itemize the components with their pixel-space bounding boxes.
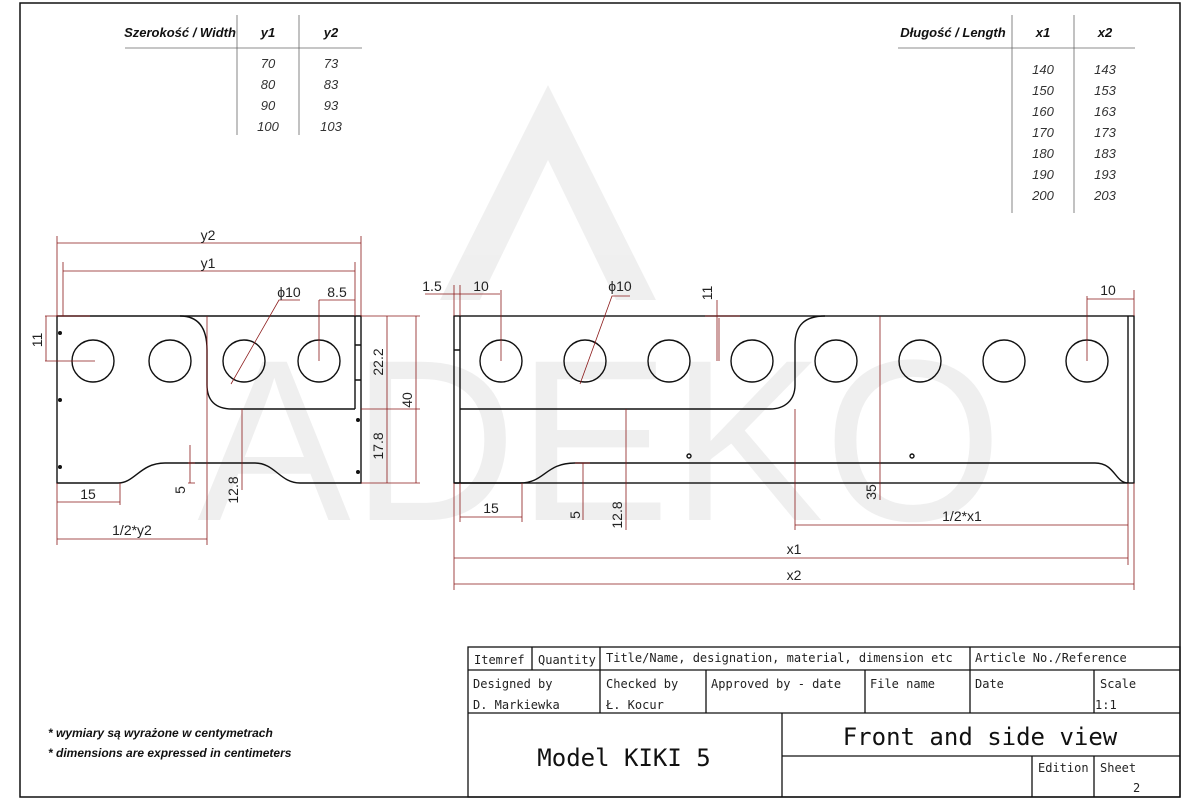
table-cell: 143 — [1094, 62, 1116, 77]
front-view: 1.5 10 ϕ10 11 10 15 5 12.8 35 1/2*x1 x1 … — [422, 278, 1135, 590]
dim-22-2: 22.2 — [370, 348, 386, 375]
dim-half-y2: 1/2*y2 — [112, 522, 152, 538]
tb-designer: D. Markiewka — [473, 698, 560, 712]
table-cell: 160 — [1032, 104, 1054, 119]
hole — [814, 339, 858, 383]
tb-approved-by: Approved by - date — [711, 677, 841, 691]
dim-40: 40 — [399, 392, 415, 408]
dim-half-x1: 1/2*x1 — [942, 508, 982, 524]
length-table: Długość / Length x1 x2 140 143 150 153 160 16… — [898, 15, 1135, 213]
table-cell: 163 — [1094, 104, 1116, 119]
length-table-col-x1: x1 — [1035, 25, 1050, 40]
tb-sheet: Sheet — [1100, 761, 1136, 775]
table-cell: 180 — [1032, 146, 1054, 161]
width-table-header: Szerokość / Width — [124, 25, 236, 40]
title-block: Itemref Quantity Title/Name, designation… — [467, 646, 1181, 798]
dim-12-8: 12.8 — [225, 476, 241, 503]
table-cell: 173 — [1094, 125, 1116, 140]
table-cell: 103 — [320, 119, 342, 134]
table-cell: 83 — [324, 77, 339, 92]
watermark-logo: ADEKO — [197, 85, 1003, 569]
dim-y2: y2 — [201, 227, 216, 243]
tb-edition: Edition — [1038, 761, 1089, 775]
tb-checker: Ł. Kocur — [605, 698, 664, 712]
dim-11: 11 — [29, 333, 45, 348]
table-cell: 100 — [257, 119, 279, 134]
dim-15: 15 — [80, 486, 96, 502]
table-cell: 193 — [1094, 167, 1116, 182]
length-table-col-x2: x2 — [1097, 25, 1113, 40]
hole — [647, 339, 691, 383]
tb-checked-by: Checked by — [606, 677, 678, 691]
tb-date: Date — [975, 677, 1004, 691]
dim-diameter-front: ϕ10 — [608, 278, 632, 294]
side-view: y2 y1 ϕ10 8.5 11 22.2 40 17.8 15 5 12.8 … — [29, 227, 420, 545]
hole — [222, 339, 266, 383]
dim-35: 35 — [863, 484, 879, 500]
dim-10-right: 10 — [1100, 282, 1116, 298]
length-table-header: Długość / Length — [900, 25, 1006, 40]
hole — [898, 339, 942, 383]
dim-x1: x1 — [787, 541, 802, 557]
table-cell: 203 — [1093, 188, 1116, 203]
dim-15-front: 15 — [483, 500, 499, 516]
table-cell: 80 — [261, 77, 276, 92]
table-cell: 170 — [1032, 125, 1054, 140]
dim-diameter: ϕ10 — [277, 284, 301, 300]
tb-designed-by: Designed by — [473, 677, 552, 691]
table-cell: 93 — [324, 98, 339, 113]
dim-11-front: 11 — [699, 286, 715, 301]
tb-scale: Scale — [1100, 677, 1136, 691]
table-cell: 190 — [1032, 167, 1054, 182]
table-cell: 73 — [324, 56, 339, 71]
tb-quantity: Quantity — [538, 653, 596, 667]
table-cell: 183 — [1094, 146, 1116, 161]
dim-5-front: 5 — [567, 511, 583, 519]
table-cell: 70 — [261, 56, 276, 71]
dim-12-8-front: 12.8 — [609, 501, 625, 528]
tb-file-name: File name — [870, 677, 935, 691]
note-polish: * wymiary są wyrażone w centymetrach — [48, 726, 273, 740]
dim-5: 5 — [172, 486, 188, 494]
tb-model: Model KIKI 5 — [537, 744, 710, 772]
tb-article: Article No./Reference — [975, 651, 1127, 665]
dim-8-5: 8.5 — [327, 284, 347, 300]
tb-sheet-value: 2 — [1133, 781, 1140, 795]
dim-17-8: 17.8 — [370, 432, 386, 459]
hole — [563, 339, 607, 383]
dim-10-left: 10 — [473, 278, 489, 294]
dim-1-5: 1.5 — [422, 278, 442, 294]
svg-text:ADEKO: ADEKO — [197, 312, 1002, 569]
tb-view: Front and side view — [843, 723, 1118, 751]
width-table-col-y2: y2 — [323, 25, 339, 40]
width-table: Szerokość / Width y1 y2 70 73 80 83 90 93 100 1… — [124, 15, 362, 135]
table-cell: 90 — [261, 98, 276, 113]
width-table-col-y1: y1 — [260, 25, 275, 40]
dim-y1: y1 — [201, 255, 216, 271]
tb-scale-value: 1:1 — [1095, 698, 1117, 712]
tb-itemref: Itemref — [474, 653, 525, 667]
hole — [730, 339, 774, 383]
table-cell: 200 — [1031, 188, 1054, 203]
note-english: * dimensions are expressed in centimeter… — [48, 746, 292, 760]
tb-title-name: Title/Name, designation, material, dimen… — [606, 651, 953, 665]
table-cell: 140 — [1032, 62, 1054, 77]
hole — [982, 339, 1026, 383]
dim-x2: x2 — [787, 567, 802, 583]
hole — [148, 339, 192, 383]
table-cell: 150 — [1032, 83, 1054, 98]
table-cell: 153 — [1094, 83, 1116, 98]
